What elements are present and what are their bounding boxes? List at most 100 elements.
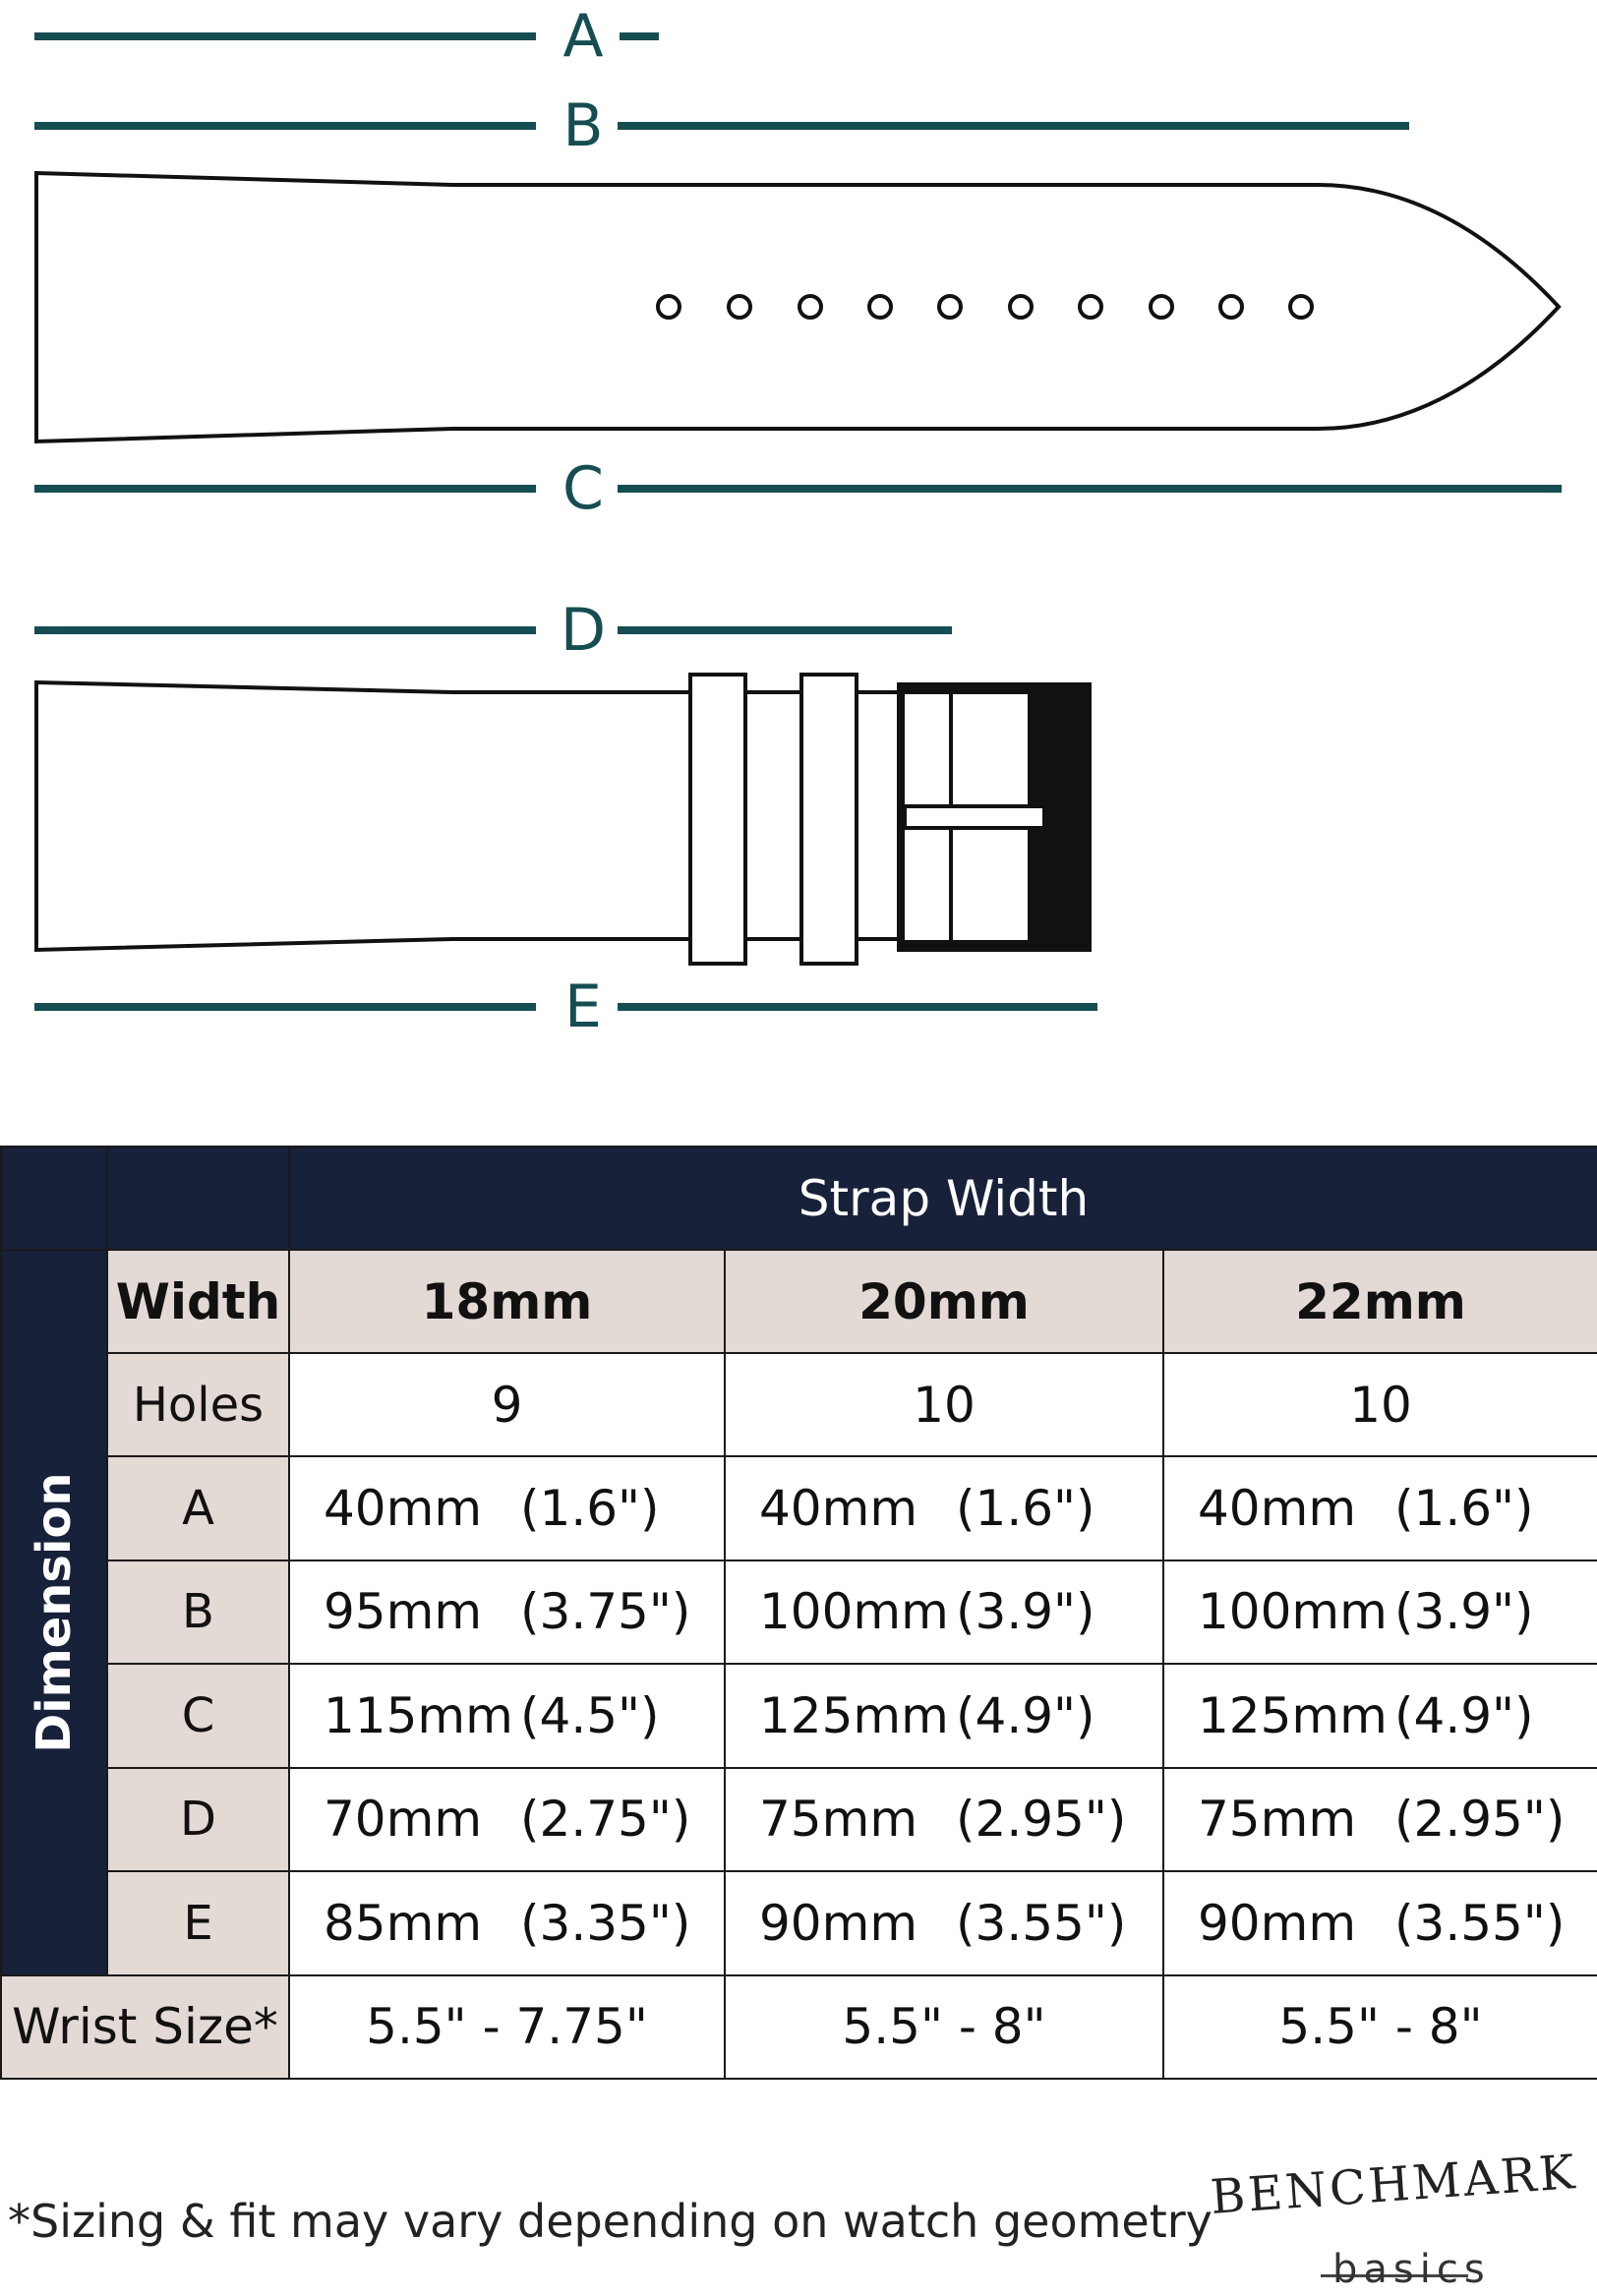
strap-hole xyxy=(937,294,963,320)
inch-value: (1.6") xyxy=(520,1480,660,1538)
strap-hole xyxy=(1008,294,1034,320)
table-cell: 40mm (1.6") xyxy=(1164,1480,1597,1537)
width-18mm: 18mm xyxy=(288,1249,726,1354)
dimension-row-b: B 95mm(3.75") 100mm(3.9") 100mm(3.9") xyxy=(1,1559,1597,1666)
dimension-row-a: A 40mm(1.6") 40mm(1.6") 40mm(1.6") xyxy=(1,1455,1597,1561)
row-label: C xyxy=(106,1663,290,1769)
dimension-line-e: E xyxy=(34,972,1097,1041)
table-cell: 70mm (2.75") xyxy=(290,1791,724,1848)
inch-value: (1.6") xyxy=(956,1480,1095,1538)
mm-value: 125mm xyxy=(1198,1686,1388,1744)
wrist-size-label: Wrist Size* xyxy=(0,1973,290,2080)
strap-hole xyxy=(798,294,823,320)
dimension-header-cell: Dimension xyxy=(0,1249,108,1976)
inch-value: (1.6") xyxy=(1394,1480,1534,1538)
dimension-label-d: D xyxy=(561,596,606,665)
logo-sub: basics xyxy=(1332,2247,1491,2292)
inch-value: (2.75") xyxy=(520,1791,691,1849)
table-cell: 95mm (3.75") xyxy=(290,1583,724,1640)
table-cell: 90mm (3.55") xyxy=(1164,1895,1597,1952)
mm-value: 75mm xyxy=(759,1791,918,1849)
table-cell: 90mm(3.55") xyxy=(726,1895,1162,1952)
inch-value: (2.95") xyxy=(956,1791,1127,1849)
strap-hole xyxy=(727,294,752,320)
width-label: Width xyxy=(106,1249,290,1354)
inch-value: (3.55") xyxy=(956,1894,1127,1952)
long-strap-outline xyxy=(34,170,1562,444)
mm-value: 75mm xyxy=(1198,1791,1357,1849)
dimension-row-d: D 70mm (2.75") 75mm (2.95") 75mm (2.95") xyxy=(1,1766,1597,1873)
inch-value: (2.95") xyxy=(1394,1791,1566,1849)
table-cell: 75mm (2.95") xyxy=(726,1791,1162,1848)
holes-value: 10 xyxy=(1161,1351,1597,1458)
strap-hole xyxy=(656,294,681,320)
table-cell: 115mm(4.5") xyxy=(290,1687,724,1744)
strap-hole xyxy=(1288,294,1314,320)
strap-hole xyxy=(1078,294,1103,320)
wrist-size-value: 5.5" - 8" xyxy=(1161,1973,1597,2080)
inch-value: (4.9") xyxy=(956,1686,1095,1744)
width-row: Dimension Width 18mm 20mm 22mm xyxy=(0,1249,1597,1976)
mm-value: 70mm xyxy=(324,1791,483,1849)
table-cell: 40mm(1.6") xyxy=(290,1480,724,1537)
table-cell: 125mm(4.9") xyxy=(1164,1687,1597,1744)
inch-value: (3.9") xyxy=(956,1583,1095,1641)
holes-value: 9 xyxy=(288,1351,726,1458)
holes-row: Holes 9 10 10 xyxy=(1,1351,1597,1458)
dimension-line-a: A xyxy=(34,2,659,71)
sizing-footnote: *Sizing & fit may vary depending on watc… xyxy=(8,2195,1213,2248)
dimension-label-b: B xyxy=(562,91,603,160)
mm-value: 115mm xyxy=(324,1686,513,1744)
mm-value: 100mm xyxy=(1198,1583,1388,1641)
strap-holes xyxy=(656,294,1314,320)
strap-hole xyxy=(1218,294,1244,320)
strap-diagram: A B C D xyxy=(34,2,1562,1041)
inch-value: (3.55") xyxy=(1394,1894,1566,1952)
wrist-size-row: Wrist Size* 5.5" - 7.75" 5.5" - 8" 5.5" … xyxy=(0,1973,1597,2080)
table-cell: 100mm(3.9") xyxy=(726,1583,1162,1640)
table-cell: 125mm(4.9") xyxy=(726,1687,1162,1744)
mm-value: 125mm xyxy=(759,1686,949,1744)
strap-width-header: Strap Width xyxy=(287,1145,1597,1252)
logo-rule xyxy=(1321,2274,1468,2277)
mm-value: 40mm xyxy=(1198,1480,1357,1538)
row-label: E xyxy=(106,1870,290,1976)
strap-hole xyxy=(1149,294,1174,320)
dimension-line-c: C xyxy=(34,454,1562,523)
buckle-tongue xyxy=(903,804,1046,830)
dimension-label-e: E xyxy=(564,972,602,1041)
wrist-size-value: 5.5" - 7.75" xyxy=(288,1973,726,2080)
strap-hole xyxy=(867,294,893,320)
mm-value: 40mm xyxy=(759,1480,918,1538)
dimension-row-c: C 115mm(4.5") 125mm(4.9") 125mm(4.9") xyxy=(1,1663,1597,1769)
inch-value: (4.5") xyxy=(520,1686,660,1744)
mm-value: 90mm xyxy=(1198,1894,1357,1952)
table-cell: 75mm (2.95") xyxy=(1164,1791,1597,1848)
dimension-row-e: E 85mm(3.35") 90mm(3.55") 90mm(3.55") xyxy=(1,1870,1597,1976)
strap-size-table: Strap Width Dimension Width 18mm 20mm 22… xyxy=(0,1145,1597,2080)
wrist-size-value: 5.5" - 8" xyxy=(724,1973,1164,2080)
holes-label: Holes xyxy=(106,1351,290,1458)
mm-value: 85mm xyxy=(324,1894,483,1952)
benchmark-logo: BENCHMARK basics xyxy=(1205,2145,1597,2296)
buckle-strap xyxy=(34,673,1092,966)
table-header-row: Strap Width xyxy=(0,1145,1597,1252)
dimension-line-b: B xyxy=(34,91,1409,160)
row-label: A xyxy=(106,1455,290,1561)
mm-value: 100mm xyxy=(759,1583,949,1641)
inch-value: (3.9") xyxy=(1394,1583,1534,1641)
inch-value: (3.75") xyxy=(520,1583,691,1641)
dimension-label-c: C xyxy=(562,454,604,523)
inch-value: (4.9") xyxy=(1394,1686,1534,1744)
strap-keeper xyxy=(799,673,858,966)
row-label: D xyxy=(106,1766,290,1873)
dimension-label-a: A xyxy=(562,2,603,71)
table-cell: 40mm (1.6") xyxy=(726,1480,1162,1537)
mm-value: 95mm xyxy=(324,1583,483,1641)
inch-value: (3.35") xyxy=(520,1894,691,1952)
dimension-label: Dimension xyxy=(27,1472,82,1753)
table-cell: 85mm (3.35") xyxy=(290,1895,724,1952)
table-cell: 100mm(3.9") xyxy=(1164,1583,1597,1640)
width-20mm: 20mm xyxy=(724,1249,1164,1354)
short-strap-outline xyxy=(34,679,902,953)
